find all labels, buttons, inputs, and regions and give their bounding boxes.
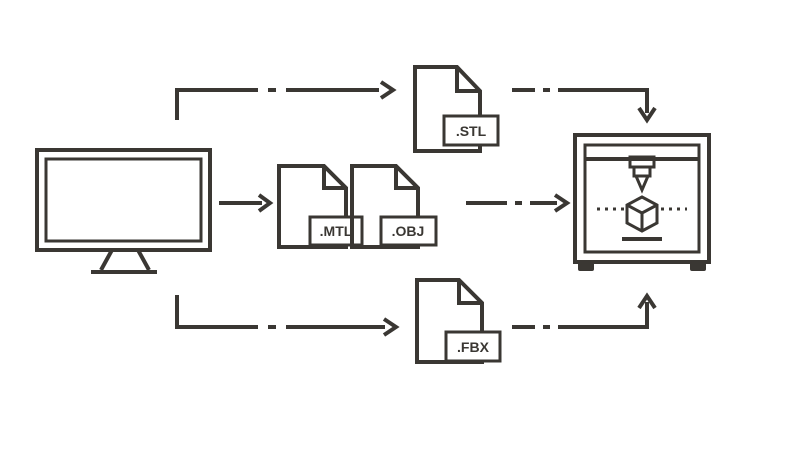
file-icon-obj: .OBJ [350,164,438,249]
monitor-icon [35,148,212,274]
3d-printer-icon [573,133,711,271]
arrow-stl-to-printer [512,88,657,124]
mtl-label: .MTL [320,223,353,239]
stl-label: .STL [456,123,487,139]
file-icon-stl: .STL [413,65,500,153]
arrow-fbx-to-printer [512,292,657,329]
arrow-objs-to-printer [466,193,571,213]
arrow-to-fbx [175,295,400,337]
file-icon-mtl: .MTL [277,164,364,249]
obj-label: .OBJ [392,223,425,239]
arrow-to-stl [175,80,397,120]
arrow-to-mtl-obj [219,193,274,213]
file-icon-fbx: .FBX [415,278,502,364]
fbx-label: .FBX [457,339,490,355]
